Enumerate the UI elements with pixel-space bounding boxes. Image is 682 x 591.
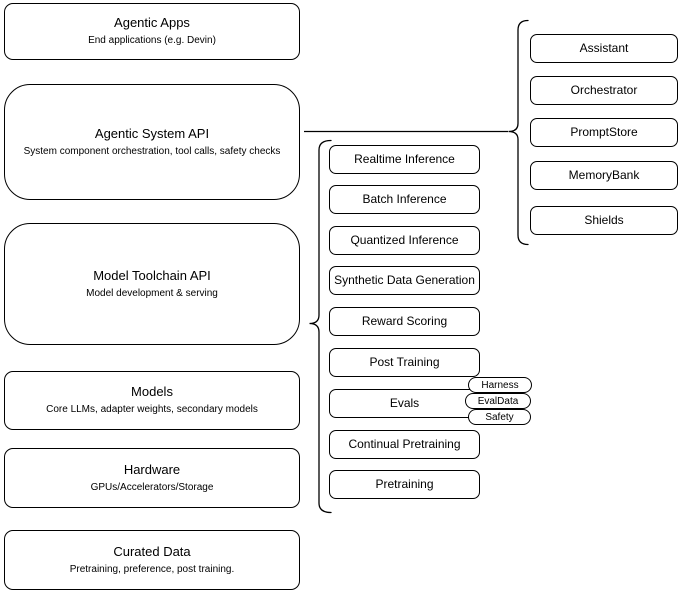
node-label: Evals [389,395,420,410]
node-label: Synthetic Data Generation [334,272,475,287]
node-subtitle: End applications (e.g. Devin) [88,35,216,47]
node-promptstore: PromptStore [530,118,678,147]
node-subtitle: Pretraining, preference, post training. [69,563,235,575]
node-label: Shields [584,212,624,227]
tag-evaldata: EvalData [465,393,531,409]
node-post-training: Post Training [329,348,480,377]
node-label: Realtime Inference [354,151,455,166]
node-agentic-apps: Agentic Apps End applications (e.g. Devi… [4,3,300,60]
node-pretraining: Pretraining [329,470,480,499]
node-orchestrator: Orchestrator [530,76,678,105]
node-label: Continual Pretraining [348,436,461,451]
node-label: Batch Inference [362,191,447,206]
node-title: Hardware [123,461,181,477]
node-models: Models Core LLMs, adapter weights, secon… [4,371,300,430]
node-model-toolchain-api: Model Toolchain API Model development & … [4,223,300,345]
node-subtitle: Core LLMs, adapter weights, secondary mo… [46,404,258,416]
node-subtitle: GPUs/Accelerators/Storage [90,481,214,493]
node-shields: Shields [530,206,678,235]
node-label: Assistant [579,40,629,55]
node-reward-scoring: Reward Scoring [329,307,480,336]
node-label: Reward Scoring [361,313,448,328]
node-synthetic-data-generation: Synthetic Data Generation [329,266,480,295]
node-title: Agentic System API [94,125,210,141]
node-label: Quantized Inference [350,232,459,247]
toolchain-bracket [309,139,332,514]
node-assistant: Assistant [530,34,678,63]
node-label: Pretraining [375,476,434,491]
node-memorybank: MemoryBank [530,161,678,190]
tag-label: Safety [485,411,514,423]
tag-label: Harness [481,379,519,391]
node-label: Orchestrator [570,82,638,97]
node-hardware: Hardware GPUs/Accelerators/Storage [4,448,300,508]
system-components-bracket [508,19,529,246]
node-subtitle: System component orchestration, tool cal… [23,145,281,157]
node-label: PromptStore [570,124,638,139]
node-label: Post Training [369,354,440,369]
node-subtitle: Model development & serving [86,287,218,299]
node-batch-inference: Batch Inference [329,185,480,214]
node-label: MemoryBank [568,167,640,182]
node-title: Models [131,384,173,400]
tag-safety: Safety [468,409,531,425]
node-title: Model Toolchain API [93,267,211,283]
node-continual-pretraining: Continual Pretraining [329,430,480,459]
node-evals: Evals [329,389,480,418]
node-agentic-system-api: Agentic System API System component orch… [4,84,300,200]
node-realtime-inference: Realtime Inference [329,145,480,174]
tag-label: EvalData [477,395,519,407]
node-curated-data: Curated Data Pretraining, preference, po… [4,530,300,590]
tag-harness: Harness [468,377,532,393]
node-title: Agentic Apps [114,15,190,31]
node-quantized-inference: Quantized Inference [329,226,480,255]
node-title: Curated Data [113,543,191,559]
